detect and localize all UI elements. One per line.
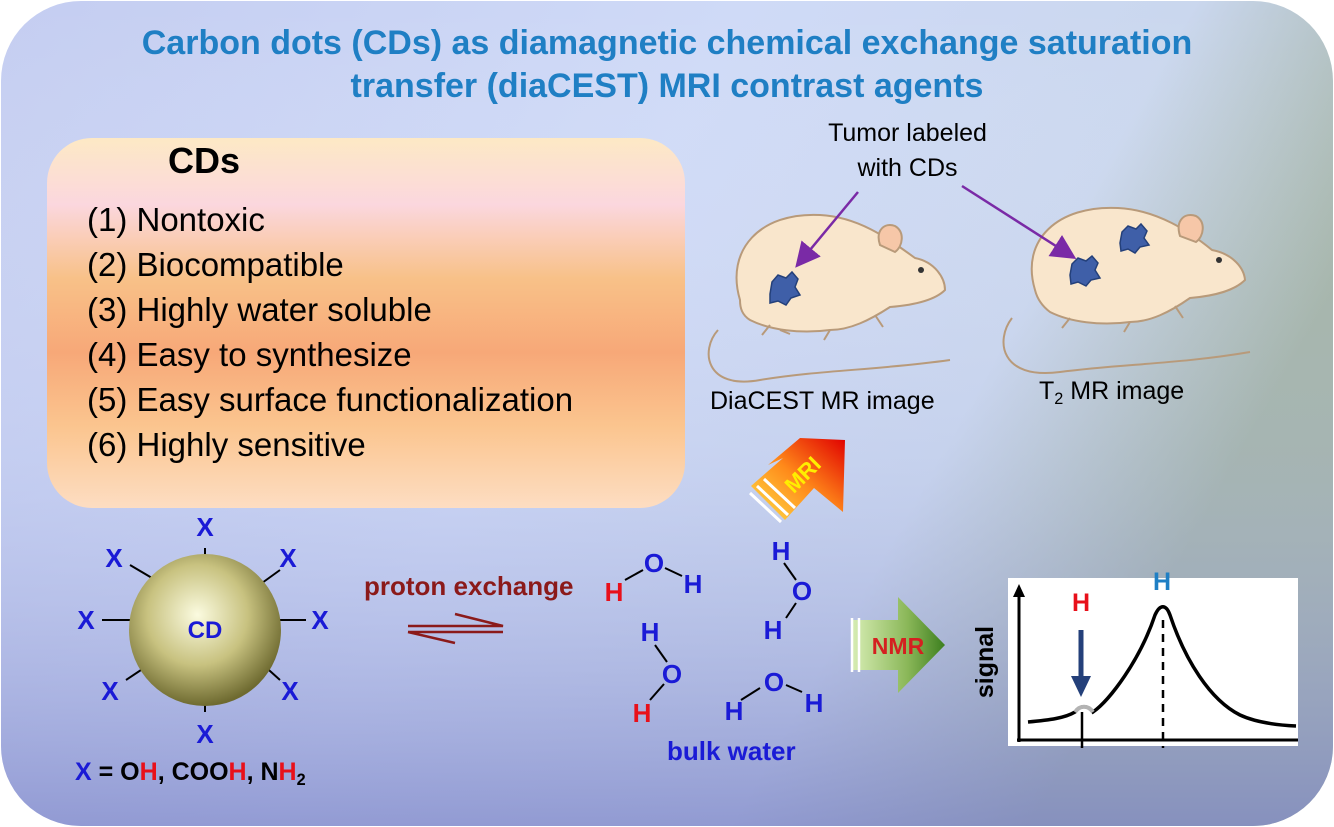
water-atom-h: H [684, 569, 703, 599]
tumor-arrow-right [961, 184, 1077, 260]
x-group-label: X [101, 676, 119, 706]
water-atom-h: H [641, 617, 660, 647]
x-group-label: X [311, 605, 329, 635]
x-group-label: X [196, 719, 214, 749]
water-atom-h: H [805, 688, 824, 718]
spectrum-peak-small-label: H [1072, 589, 1090, 617]
water-bonds [624, 562, 803, 701]
title-line-1: Carbon dots (CDs) as diamagnetic chemica… [141, 24, 1193, 62]
water-atom-h: H [772, 536, 791, 566]
x-group-label: X [279, 543, 297, 573]
spectrum-ylabel: signal [971, 626, 999, 698]
nmr-arrow-label: NMR [872, 633, 925, 659]
proton-exchange-label: proton exchange [364, 571, 574, 601]
formula-mid1: , COO [157, 758, 229, 786]
t2-caption-main: T [1039, 377, 1055, 405]
formula-h1: H [139, 758, 158, 786]
properties-box [47, 138, 685, 508]
water-atom-o: O [792, 576, 812, 606]
property-item: (6) Highly sensitive [87, 426, 366, 463]
diacest-caption: DiaCEST MR image [710, 387, 935, 415]
mouse-right [1002, 206, 1251, 375]
properties-heading: CDs [168, 140, 241, 181]
t2-caption-sub: 2 [1054, 389, 1064, 408]
property-item: (5) Easy surface functionalization [87, 381, 574, 418]
formula-h3: H [278, 758, 297, 786]
water-atom-o: O [764, 667, 784, 697]
formula-sub: 2 [296, 770, 306, 789]
nmr-arrow [850, 597, 945, 693]
x-group-label: X [196, 512, 214, 542]
t2-caption: T2 MR image [1039, 377, 1184, 409]
formula-x: X [75, 758, 92, 786]
x-formula: X = OH, COOH, NH2 [75, 758, 306, 790]
mouse-left [707, 213, 951, 383]
mri-arrow [748, 438, 845, 524]
formula-mid2: , N [246, 758, 279, 786]
water-atom-h: H [633, 698, 652, 728]
t2-caption-rest: MR image [1063, 377, 1185, 405]
property-item: (4) Easy to synthesize [87, 336, 412, 373]
water-atom-h: H [605, 577, 624, 607]
nmr-spectrum [1008, 578, 1298, 748]
property-item: (2) Biocompatible [87, 246, 344, 283]
equilibrium-arrows [407, 612, 504, 645]
property-item: (1) Nontoxic [87, 201, 265, 238]
carbon-dot-sphere [129, 554, 281, 706]
tumor-label: Tumor labeled with CDs [780, 116, 1035, 186]
carbon-dot-structure [102, 548, 306, 712]
cd-center-label: CD [188, 617, 223, 644]
bulk-water-label: bulk water [667, 736, 796, 766]
x-group-label: X [281, 676, 299, 706]
title-line-2: transfer (diaCEST) MRI contrast agents [350, 67, 984, 105]
mri-arrow-label: MRI [780, 452, 826, 498]
tumor-label-line-1: Tumor labeled [828, 119, 987, 147]
figure-title: Carbon dots (CDs) as diamagnetic chemica… [0, 22, 1334, 108]
formula-eq: = O [91, 758, 140, 786]
formula-h2: H [228, 758, 247, 786]
x-group-label: X [77, 605, 95, 635]
water-atom-o: O [644, 548, 664, 578]
tumor-label-line-2: with CDs [857, 154, 958, 182]
tumor-arrow-left [795, 191, 859, 268]
spectrum-peak-main-label: H [1153, 568, 1171, 596]
x-group-label: X [105, 543, 123, 573]
water-atom-h: H [725, 696, 744, 726]
water-atom-o: O [662, 659, 682, 689]
water-atom-h: H [764, 615, 783, 645]
property-item: (3) Highly water soluble [87, 291, 432, 328]
